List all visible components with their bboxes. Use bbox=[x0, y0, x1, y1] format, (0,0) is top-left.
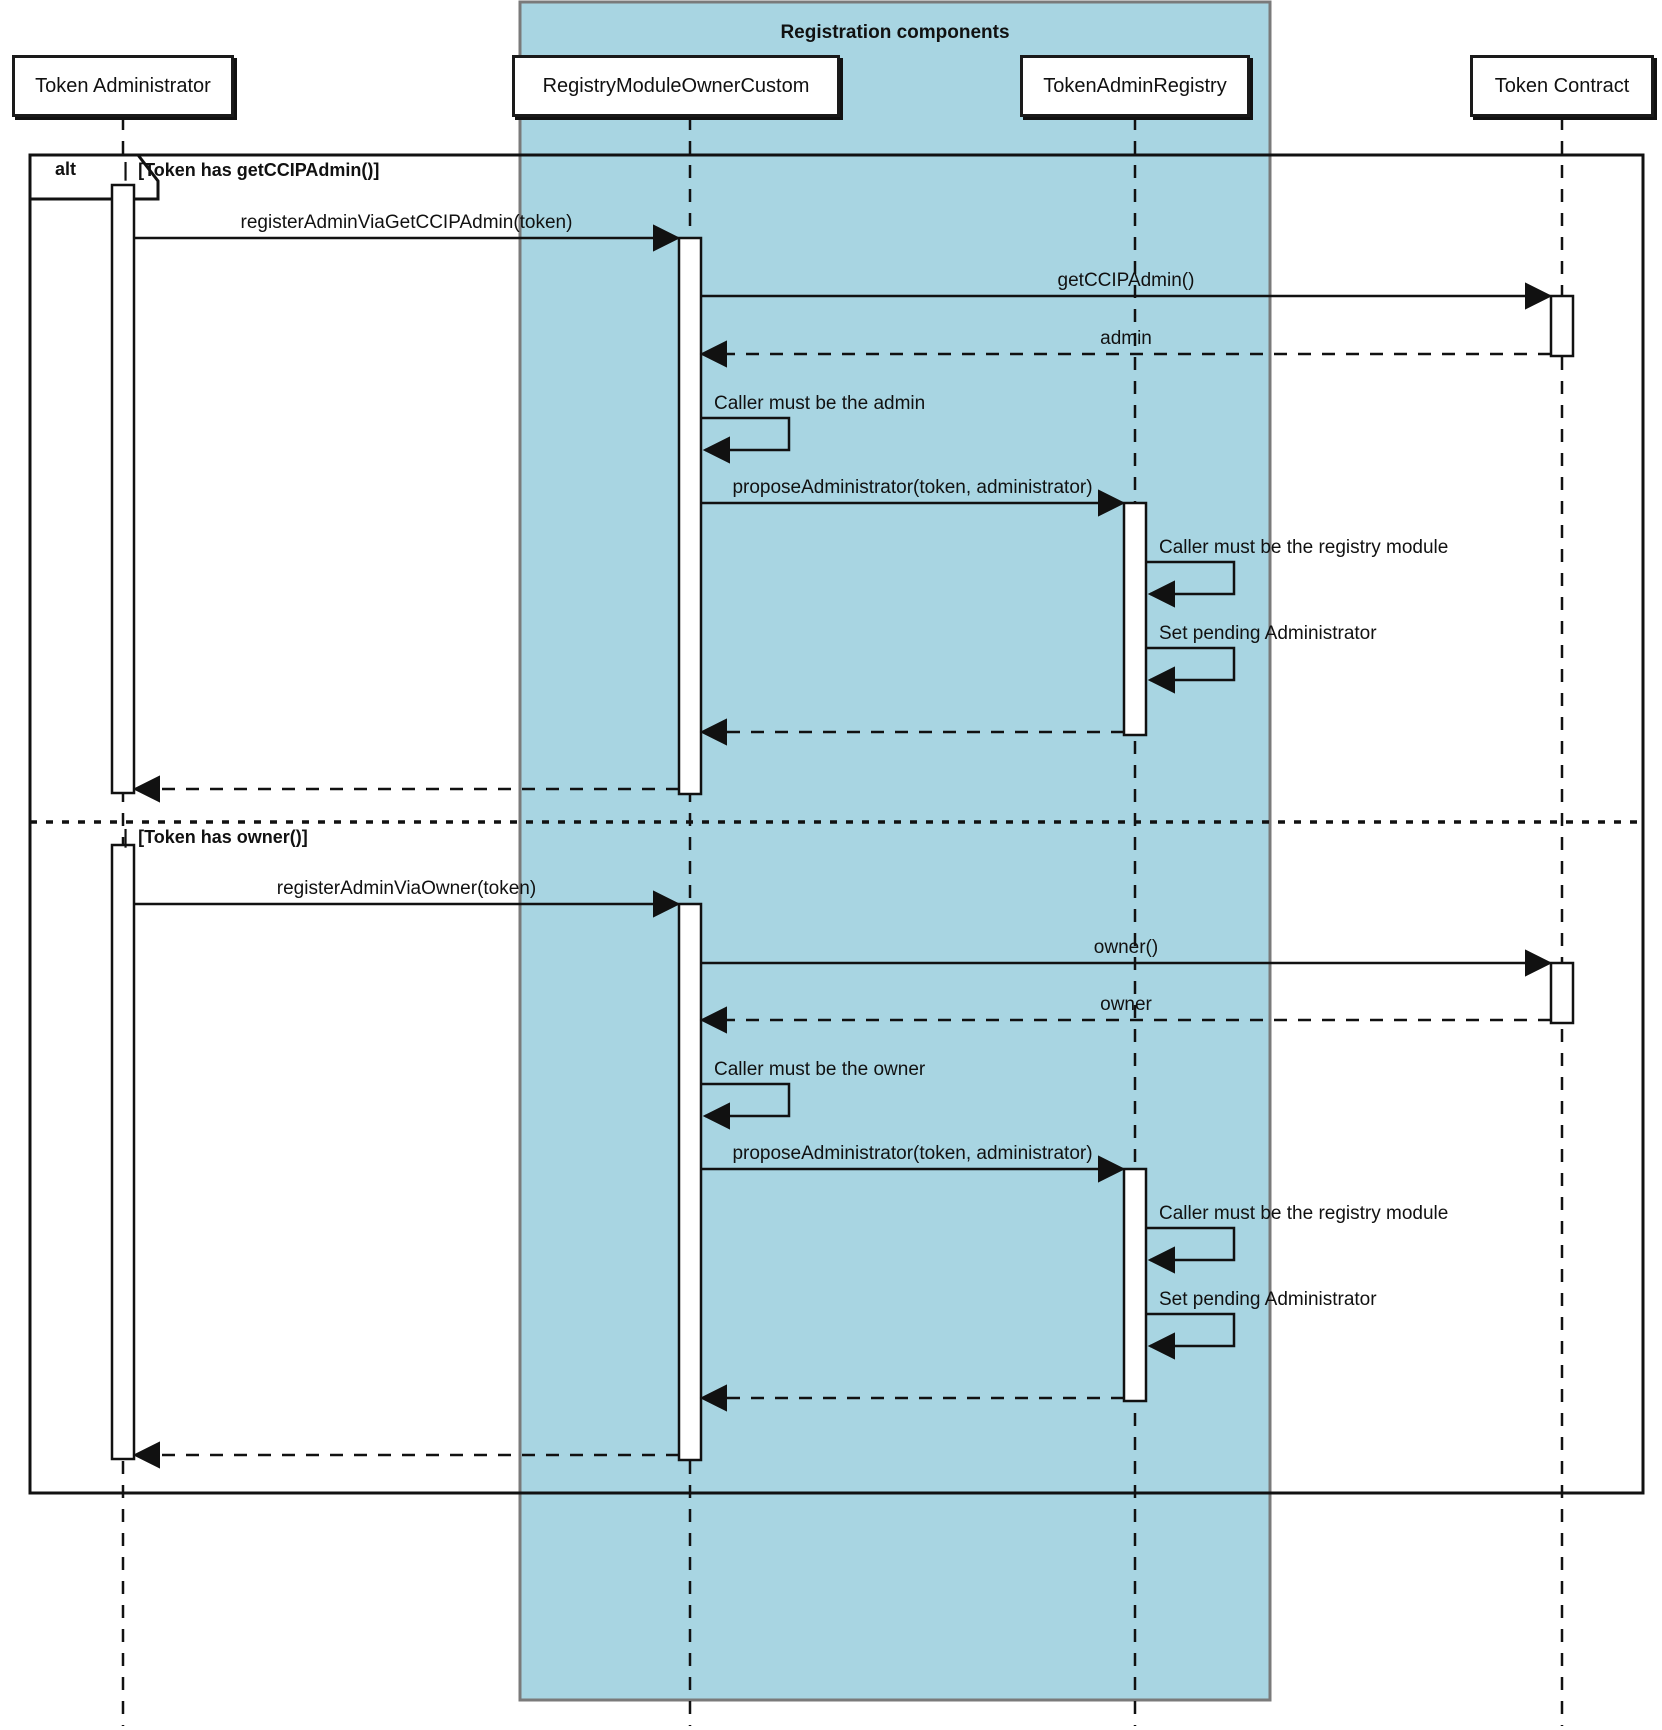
participant-tar[interactable]: TokenAdminRegistry bbox=[1020, 55, 1250, 117]
participant-label: TokenAdminRegistry bbox=[1043, 74, 1227, 97]
alt-operand-condition-0: ❘ [Token has getCCIPAdmin()] bbox=[118, 160, 380, 180]
message-label-12: owner bbox=[1100, 994, 1152, 1015]
group-label: Registration components bbox=[780, 22, 1010, 43]
message-label-11: owner() bbox=[1093, 937, 1159, 958]
message-label-16: Set pending Administrator bbox=[1159, 1289, 1377, 1310]
alt-operand-condition-1: ❘ [Token has owner()] bbox=[118, 827, 308, 847]
message-label-7: Set pending Administrator bbox=[1159, 623, 1377, 644]
message-label-2: getCCIPAdmin() bbox=[1057, 270, 1195, 291]
alt-fragment-frame bbox=[28, 153, 1645, 1495]
message-label-6: Caller must be the registry module bbox=[1159, 537, 1449, 558]
message-label-13: Caller must be the owner bbox=[714, 1059, 926, 1080]
lifelines-group bbox=[121, 117, 1564, 1726]
message-label-15: Caller must be the registry module bbox=[1159, 1203, 1449, 1224]
participant-label: Token Contract bbox=[1494, 74, 1630, 97]
participant-label: Token Administrator bbox=[35, 74, 211, 97]
activation-bars-group bbox=[110, 183, 1575, 1462]
message-label-4: Caller must be the admin bbox=[714, 393, 926, 414]
message-label-3: admin bbox=[1100, 328, 1152, 349]
message-label-10: registerAdminViaOwner(token) bbox=[276, 878, 537, 899]
participant-admin[interactable]: Token Administrator bbox=[12, 55, 234, 117]
message-label-14: proposeAdministrator(token, administrato… bbox=[732, 1143, 1093, 1164]
participant-registry_module[interactable]: RegistryModuleOwnerCustom bbox=[512, 55, 840, 117]
message-label-5: proposeAdministrator(token, administrato… bbox=[732, 477, 1093, 498]
participant-token[interactable]: Token Contract bbox=[1470, 55, 1654, 117]
message-arrows-group bbox=[132, 224, 1553, 1469]
group-registration-components bbox=[518, 0, 1272, 1702]
participant-label: RegistryModuleOwnerCustom bbox=[542, 74, 810, 97]
message-label-1: registerAdminViaGetCCIPAdmin(token) bbox=[240, 212, 573, 233]
alt-operator-label: alt bbox=[55, 159, 77, 179]
